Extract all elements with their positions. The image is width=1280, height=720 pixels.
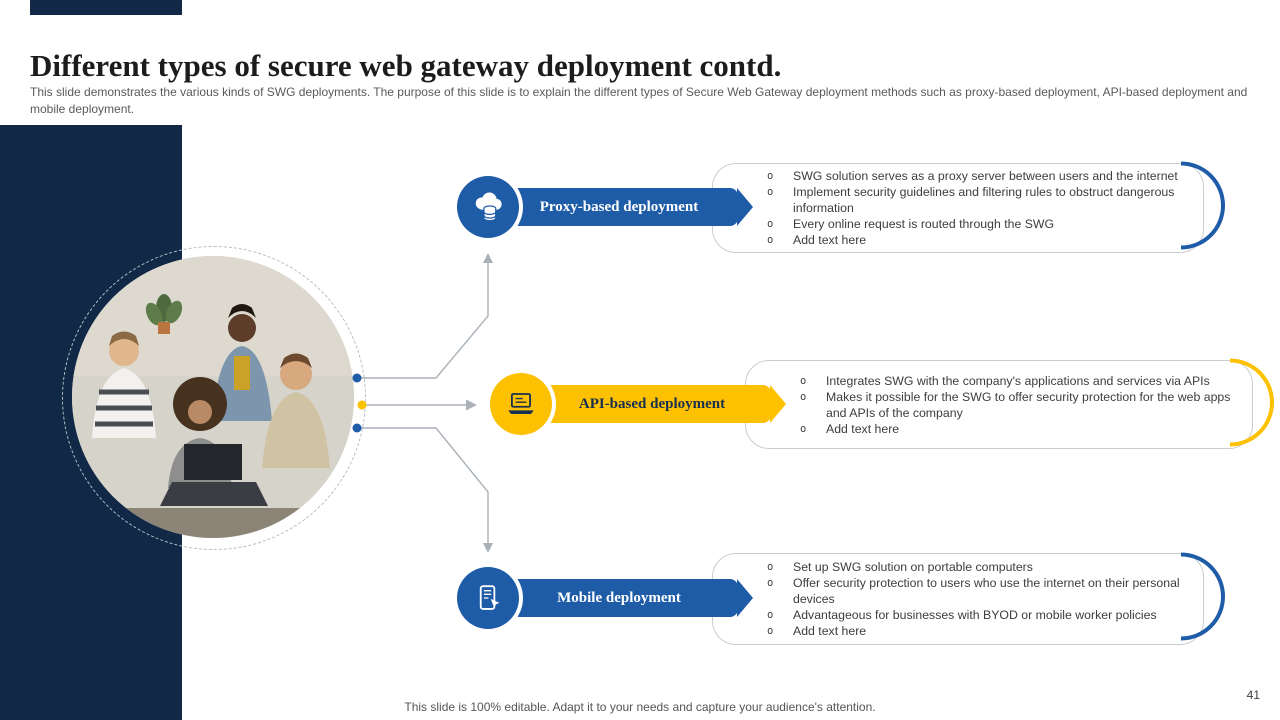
bullet-marker: o	[767, 609, 774, 621]
mobile-deployment-banner: Mobile deployment	[500, 579, 738, 617]
box-accent-arc	[1179, 160, 1225, 257]
team-photo	[72, 256, 354, 538]
top-accent-bar	[30, 0, 182, 15]
photo-dashed-ring	[62, 246, 366, 550]
mobile-deployment-label: Mobile deployment	[557, 589, 681, 606]
slide-description: This slide demonstrates the various kind…	[30, 85, 1248, 117]
cloud-database-icon	[457, 176, 519, 238]
proxy-deployment-banner: Proxy-based deployment	[500, 188, 738, 226]
page-number: 41	[1246, 688, 1260, 702]
api-deployment-banner: API-based deployment	[533, 385, 771, 423]
box-accent-arc	[1179, 551, 1225, 648]
team-photo-illustration	[72, 256, 354, 538]
page-title: Different types of secure web gateway de…	[30, 47, 782, 83]
mobile-device-icon	[457, 567, 519, 629]
box-accent-arc	[1228, 356, 1274, 453]
plant-icon	[145, 294, 183, 334]
bullet-marker: o	[767, 234, 774, 246]
bullet-marker: o	[767, 186, 774, 198]
footer-note: This slide is 100% editable. Adapt it to…	[404, 700, 876, 714]
bullet-marker: o	[767, 218, 774, 230]
bullet-marker: o	[800, 390, 807, 403]
bullet-marker: o	[767, 561, 774, 573]
bullet-marker: o	[767, 625, 774, 637]
bullet-marker: o	[800, 374, 807, 387]
laptop-icon	[490, 373, 552, 435]
bullet-marker: o	[767, 577, 774, 589]
proxy-deployment-label: Proxy-based deployment	[539, 198, 699, 215]
bullet-marker: o	[800, 422, 807, 435]
api-deployment-label: API-based deployment	[578, 395, 726, 412]
bullet-marker: o	[767, 170, 774, 182]
